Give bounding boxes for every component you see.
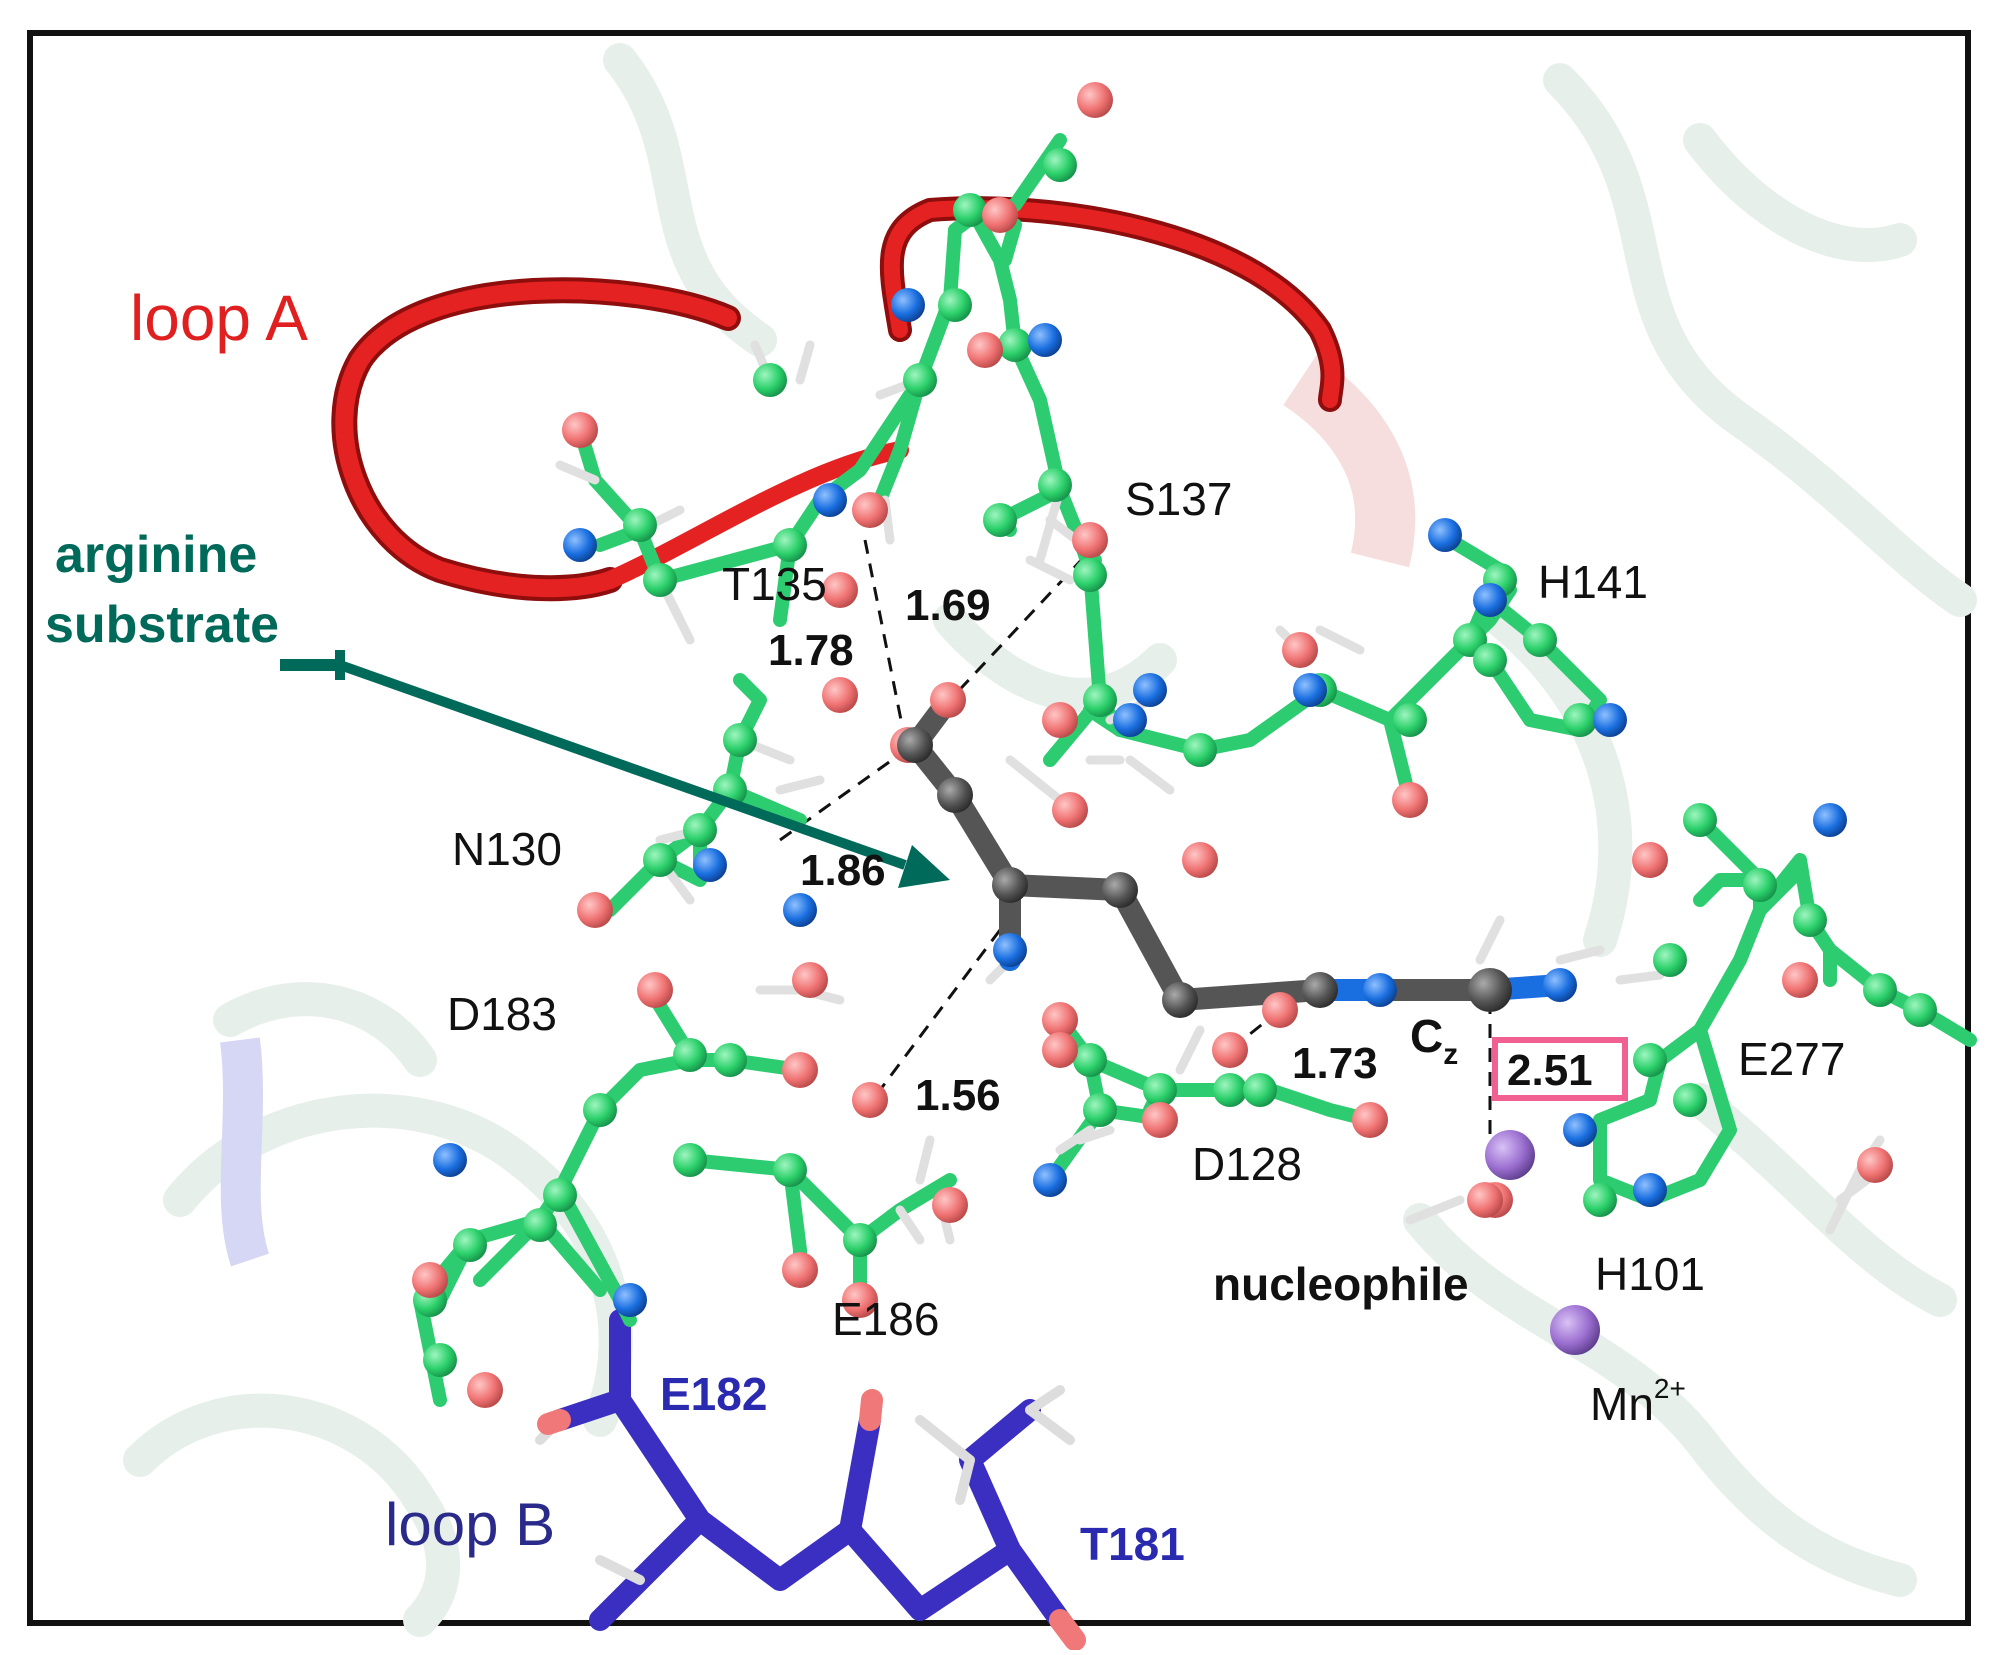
residue-label-d128: D128 <box>1192 1138 1302 1190</box>
distance-label-1-78: 1.78 <box>768 626 854 675</box>
residue-label-e277: E277 <box>1738 1033 1845 1085</box>
distance-highlight-box <box>1492 1037 1628 1101</box>
residue-label-s137: S137 <box>1125 473 1232 525</box>
atoms-manganese <box>1485 1130 1600 1355</box>
residue-label-n130: N130 <box>452 823 562 875</box>
arginine-label-line2: substrate <box>45 596 279 654</box>
nucleophile-label: nucleophile <box>1213 1258 1469 1310</box>
distance-label-1-86: 1.86 <box>800 846 886 895</box>
atoms-substrate <box>897 727 1512 1018</box>
residue-label-t135: T135 <box>722 558 827 610</box>
residue-label-h141: H141 <box>1538 556 1648 608</box>
cz-label: Cz <box>1410 1010 1458 1071</box>
atoms-carbon <box>413 148 1937 1377</box>
manganese-ion-1 <box>1485 1130 1535 1180</box>
residue-label-h101: H101 <box>1595 1248 1705 1300</box>
labels: loop A loop B arginine substrate S137 T1… <box>45 282 1845 1570</box>
atoms-nitrogen <box>433 288 1847 1317</box>
arginine-label-line1: arginine <box>55 526 257 584</box>
loop-b-label: loop B <box>385 1491 555 1558</box>
residue-label-e186: E186 <box>832 1293 939 1345</box>
residue-label-t181: T181 <box>1080 1518 1185 1570</box>
arginine-arrow <box>280 650 950 888</box>
distance-label-1-73: 1.73 <box>1292 1039 1378 1088</box>
distance-label-1-56: 1.56 <box>915 1071 1001 1120</box>
atoms-oxygen <box>412 82 1893 1408</box>
loop-a-label: loop A <box>130 282 308 354</box>
distance-label-1-69: 1.69 <box>905 581 991 630</box>
loop-b-oxygen-tips <box>537 1389 1086 1651</box>
residue-label-e182: E182 <box>660 1368 767 1420</box>
faint-helix-blue <box>220 1037 270 1267</box>
manganese-ion-2 <box>1550 1305 1600 1355</box>
residue-label-d183: D183 <box>447 988 557 1040</box>
nucleophile-oxygen <box>1467 1182 1503 1218</box>
distance-label-2-51: 2.51 <box>1507 1046 1593 1095</box>
manganese-label: Mn2+ <box>1590 1373 1686 1430</box>
